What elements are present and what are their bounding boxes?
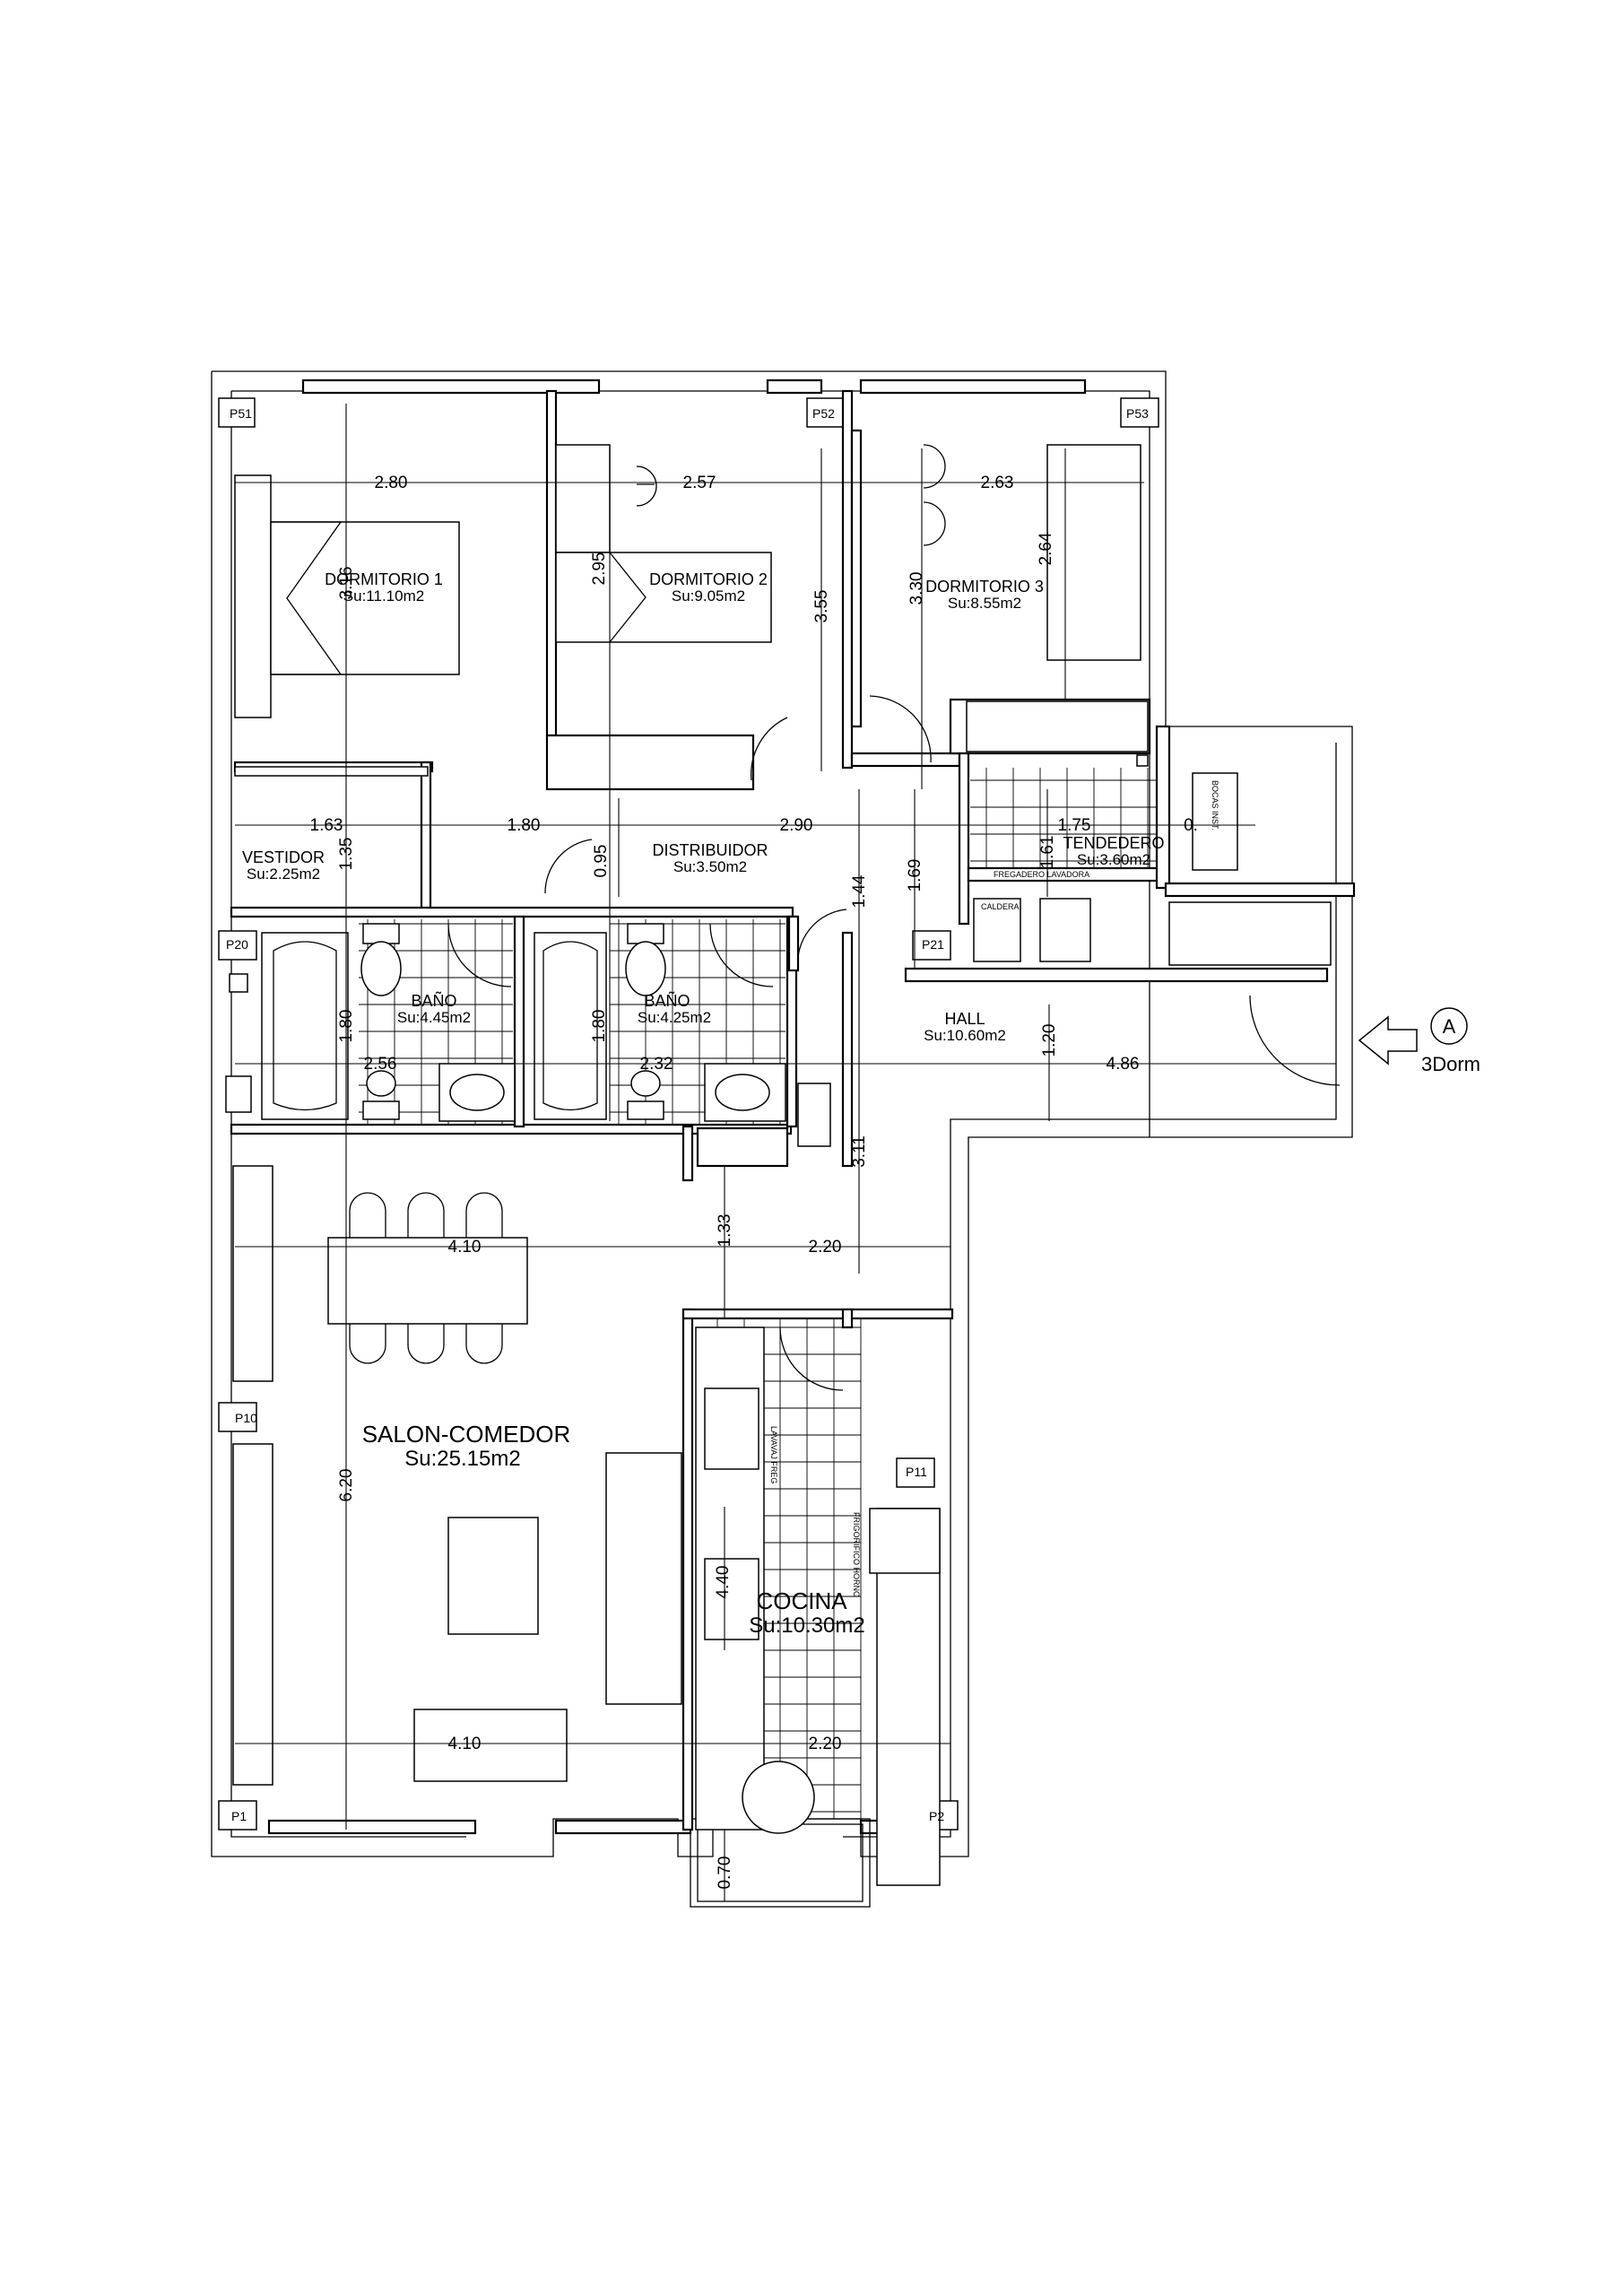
room-name-tendedero: TENDEDERO (1063, 834, 1164, 852)
dim-3-11: 3.11 (850, 1135, 869, 1168)
room-area-dormitorio-1: Su:11.10m2 (343, 587, 424, 604)
dim-2-20-b: 2.20 (809, 1735, 842, 1753)
pillar-label-p51: P51 (230, 406, 252, 421)
pillar-label-p20: P20 (226, 937, 248, 952)
dim-2-20-a: 2.20 (809, 1238, 842, 1257)
dim-1-20: 1.20 (1040, 1024, 1059, 1057)
label-frigorifico-horno: FRIGORIFICO HORNO (852, 1512, 861, 1597)
dim-4-40: 4.40 (714, 1566, 733, 1599)
dim-1-63: 1.63 (310, 816, 343, 835)
dimension-lines (235, 404, 1336, 1901)
room-name-salon-comedor: SALON-COMEDOR (362, 1421, 571, 1448)
dim-1-44: 1.44 (850, 874, 869, 908)
room-area-dormitorio-3: Su:8.55m2 (948, 595, 1021, 612)
room-area-bano-1: Su:4.45m2 (397, 1009, 471, 1026)
dim-1-69: 1.69 (906, 859, 924, 892)
dim-2-56: 2.56 (364, 1055, 397, 1074)
dim-3-55: 3.55 (812, 590, 831, 623)
pillar-label-p1: P1 (231, 1809, 247, 1823)
label-caldera: CALDERA (981, 902, 1020, 911)
dim-2-80: 2.80 (375, 474, 408, 492)
dim-4-10-b: 4.10 (448, 1735, 482, 1753)
room-area-tendedero: Su:3.60m2 (1077, 851, 1150, 868)
dim-6-20: 6.20 (337, 1469, 356, 1502)
label-fregadero-lavadora: FREGADERO LAVADORA (994, 870, 1089, 879)
dim-2-90: 2.90 (780, 816, 813, 835)
dim-3-30: 3.30 (907, 572, 926, 605)
room-name-dormitorio-3: DORMITORIO 3 (925, 578, 1044, 596)
dim-2-57: 2.57 (683, 474, 716, 492)
label-lavavaj-freg: LAVAVAJ FREG (769, 1426, 778, 1483)
room-name-vestidor: VESTIDOR (242, 848, 325, 866)
furniture (225, 444, 1332, 1886)
dim-1-61: 1.61 (1038, 836, 1057, 869)
dim-1-80-v1: 1.80 (337, 1010, 356, 1043)
pillar-label-p21: P21 (922, 937, 944, 952)
room-area-dormitorio-2: Su:9.05m2 (672, 587, 745, 604)
room-area-vestidor: Su:2.25m2 (247, 865, 320, 883)
entrance-marker: A 3Dorm (1358, 1007, 1480, 1075)
room-name-bano-1: BAÑO (411, 991, 456, 1010)
dim-2-32: 2.32 (640, 1055, 673, 1074)
dim-1-80-h: 1.80 (508, 816, 541, 835)
outer-walls (211, 370, 1353, 1908)
dim-2-95: 2.95 (590, 552, 609, 586)
room-name-dormitorio-2: DORMITORIO 2 (649, 570, 768, 588)
room-name-cocina: COCINA (756, 1587, 847, 1614)
pillar-label-p53: P53 (1126, 406, 1149, 421)
marker-label: 3Dorm (1421, 1053, 1480, 1075)
dim-1-75: 1.75 (1058, 816, 1091, 835)
room-name-dormitorio-1: DORMITORIO 1 (325, 570, 443, 588)
label-bocas: BOCAS INST. (1211, 780, 1219, 831)
pillar-label-p11: P11 (906, 1465, 927, 1479)
dim-0: 0. (1184, 816, 1198, 835)
pillar-label-p2: P2 (929, 1809, 944, 1823)
room-area-cocina: Su:10.30m2 (749, 1613, 864, 1638)
dim-0-70: 0.70 (716, 1857, 734, 1890)
room-name-hall: HALL (944, 1010, 985, 1028)
dim-4-86: 4.86 (1107, 1055, 1140, 1074)
room-area-distribuidor: Su:3.50m2 (673, 858, 747, 875)
marker-letter: A (1443, 1015, 1456, 1038)
room-name-distribuidor: DISTRIBUIDOR (652, 841, 768, 859)
marker-circle (1430, 1007, 1468, 1045)
entrance-arrow-icon (1358, 1015, 1418, 1065)
dim-1-80-v2: 1.80 (590, 1010, 609, 1043)
room-area-hall: Su:10.60m2 (924, 1027, 1006, 1044)
dim-1-33: 1.33 (716, 1214, 734, 1248)
pillar-label-p52: P52 (812, 406, 835, 421)
dim-2-64: 2.64 (1037, 532, 1055, 565)
room-area-salon-comedor: Su:25.15m2 (404, 1447, 520, 1471)
dim-0-95: 0.95 (592, 845, 611, 878)
doors (447, 695, 1341, 1391)
pillar-label-p10: P10 (235, 1411, 257, 1425)
dim-3-16: 3.16 (337, 567, 356, 600)
dim-2-63: 2.63 (981, 474, 1014, 492)
dim-1-35: 1.35 (337, 838, 356, 871)
room-area-bano-2: Su:4.25m2 (638, 1009, 711, 1026)
room-name-bano-2: BAÑO (644, 991, 690, 1010)
dim-4-10-a: 4.10 (448, 1238, 482, 1257)
